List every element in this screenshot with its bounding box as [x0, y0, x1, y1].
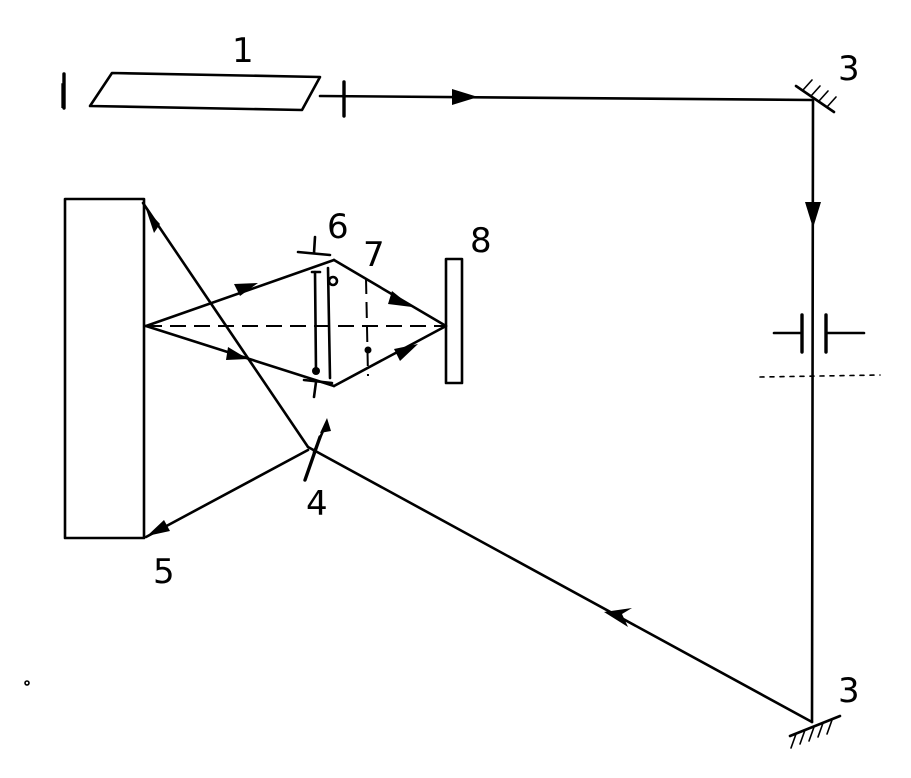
- beamsplitter-4: [303, 418, 331, 482]
- beam-arrow-plate-bottom: [394, 344, 418, 361]
- laser-1: [62, 71, 322, 112]
- beam-arrow-upper: [234, 283, 258, 296]
- label-laser: 1: [232, 31, 254, 71]
- beam-diagonal-return: [306, 445, 814, 724]
- aperture-vertical: [759, 313, 881, 378]
- label-object-block: 5: [153, 552, 175, 592]
- beam-lens-to-plate-top: [332, 258, 448, 328]
- beam-arrow-object-bottom: [147, 520, 170, 536]
- mirror-bottom-3: [788, 714, 842, 749]
- mirror-top-3: [794, 79, 837, 114]
- label-plate-8: 8: [470, 221, 492, 261]
- laser-body: [88, 71, 322, 112]
- label-mirror-top: 3: [838, 49, 860, 89]
- lens-7: [365, 277, 369, 377]
- beam-laser-to-mirror: [318, 94, 814, 102]
- plate-8: [444, 257, 464, 385]
- lens-6: [296, 235, 339, 399]
- object-block: [63, 197, 146, 540]
- beam-lens-to-plate-bottom: [332, 324, 448, 388]
- label-lens-6: 6: [327, 207, 349, 247]
- beam-arrow-down: [805, 202, 821, 228]
- beam-vertical: [810, 98, 815, 724]
- label-mirror-bottom: 3: [838, 671, 860, 711]
- beam-arrow-diagonal: [604, 608, 632, 627]
- beam-to-object-bottom: [144, 448, 310, 539]
- beam-arrow-object-top: [146, 209, 160, 233]
- mirror-bottom-surface: [788, 714, 842, 738]
- beam-arrow-right: [452, 89, 478, 105]
- label-source-end: I: [58, 77, 68, 117]
- beam-arrow-plate-top: [388, 291, 412, 307]
- beam-arrow-lower: [226, 347, 248, 360]
- stray-mark: [24, 680, 30, 686]
- label-lens-7: 7: [363, 235, 385, 275]
- label-beamsplitter: 4: [306, 484, 328, 524]
